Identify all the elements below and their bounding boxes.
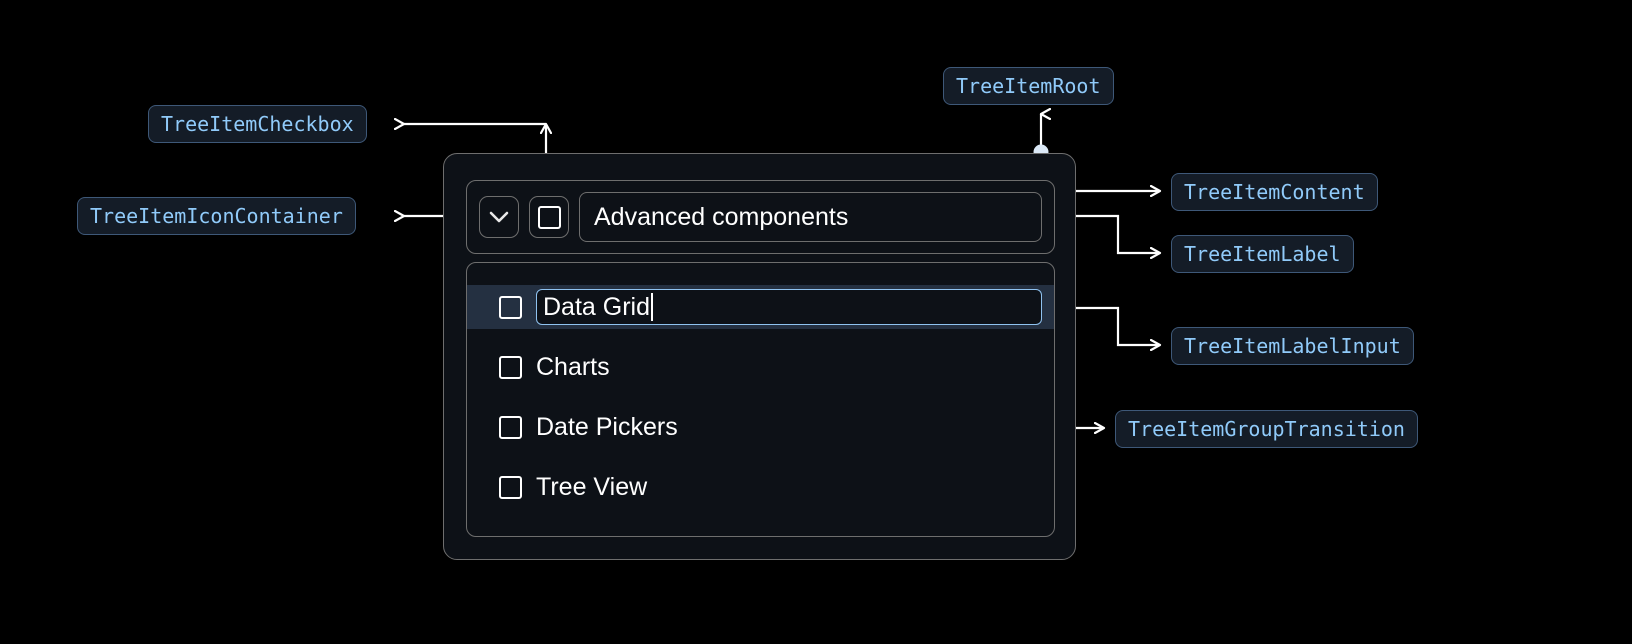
tree-item-content[interactable]: Advanced components: [466, 180, 1055, 254]
annotation-chip-tree-item-content: TreeItemContent: [1171, 173, 1378, 211]
tree-item-data-grid[interactable]: Data Grid: [467, 285, 1054, 329]
tree-item-checkbox[interactable]: [529, 196, 569, 238]
tree-item-tree-view[interactable]: Tree View: [467, 465, 1054, 509]
annotation-chip-tree-item-checkbox: TreeItemCheckbox: [148, 105, 367, 143]
tree-item-label-text: Date Pickers: [536, 412, 678, 441]
checkbox-unchecked-icon[interactable]: [499, 475, 522, 499]
tree-item-charts[interactable]: Charts: [467, 345, 1054, 389]
annotation-chip-tree-item-group-transition: TreeItemGroupTransition: [1115, 410, 1418, 448]
annotation-chip-tree-item-label: TreeItemLabel: [1171, 235, 1354, 273]
text-caret: [650, 293, 653, 321]
tree-item-group-transition: Data Grid Charts Date Pickers Tree View: [466, 262, 1055, 537]
tree-item-label-input[interactable]: Data Grid: [536, 289, 1042, 325]
checkbox-unchecked-icon[interactable]: [499, 415, 522, 439]
annotation-chip-tree-item-root: TreeItemRoot: [943, 67, 1114, 105]
annotation-chip-tree-item-label-input: TreeItemLabelInput: [1171, 327, 1414, 365]
chevron-down-icon: [489, 211, 509, 223]
tree-item-label-input-value: Data Grid: [543, 292, 650, 321]
checkbox-unchecked-icon[interactable]: [499, 355, 522, 379]
tree-item-label[interactable]: Advanced components: [579, 192, 1042, 242]
annotation-chip-tree-item-icon-container: TreeItemIconContainer: [77, 197, 356, 235]
tree-item-label-text: Charts: [536, 352, 610, 381]
tree-item-label-text: Tree View: [536, 472, 648, 501]
tree-item-icon-container[interactable]: [479, 196, 519, 238]
tree-item-date-pickers[interactable]: Date Pickers: [467, 405, 1054, 449]
checkbox-unchecked-icon[interactable]: [499, 295, 522, 319]
tree-item-root[interactable]: Advanced components Data Grid Charts Dat…: [443, 153, 1076, 560]
tree-item-label-text: Advanced components: [594, 202, 849, 231]
checkbox-unchecked-icon: [537, 205, 561, 229]
